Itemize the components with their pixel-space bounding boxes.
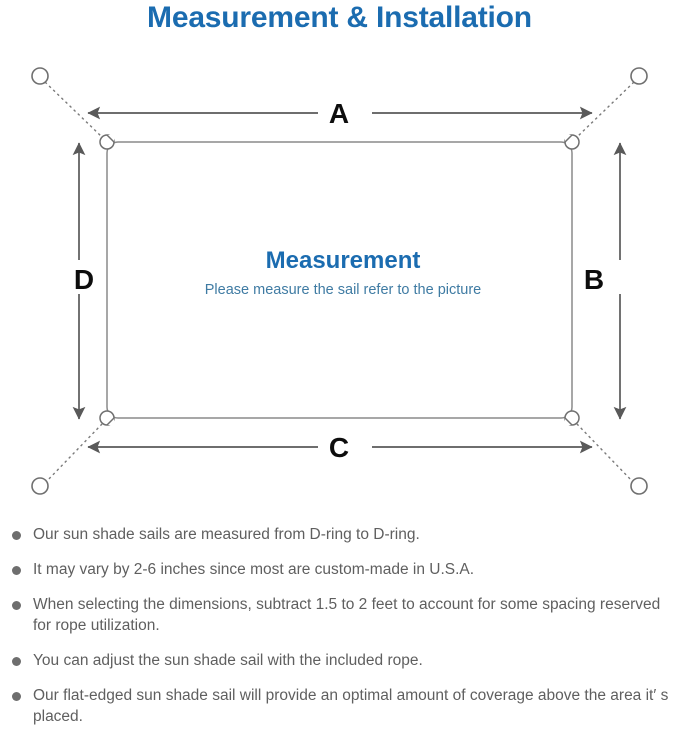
list-item: Our flat-edged sun shade sail will provi… bbox=[0, 685, 679, 727]
note-text: Our sun shade sails are measured from D-… bbox=[33, 526, 420, 543]
anchor-point-bottom-left bbox=[31, 477, 49, 495]
note-text: Our flat-edged sun shade sail will provi… bbox=[33, 687, 669, 725]
bullet-icon bbox=[12, 566, 21, 575]
note-text: When selecting the dimensions, subtract … bbox=[33, 596, 661, 634]
measurement-diagram: A C D B Measurement Please measure the s… bbox=[0, 46, 679, 516]
dimension-label-b: B bbox=[584, 264, 604, 295]
note-text: It may vary by 2-6 inches since most are… bbox=[33, 561, 475, 578]
sail-body bbox=[106, 141, 573, 419]
d-ring-flat-strokes bbox=[106, 134, 573, 426]
notes-list: Our sun shade sails are measured from D-… bbox=[0, 524, 679, 741]
list-item: When selecting the dimensions, subtract … bbox=[0, 594, 679, 636]
rope-line-bottom-right bbox=[576, 423, 635, 484]
diagram-center-title: Measurement bbox=[266, 247, 421, 274]
list-item: It may vary by 2-6 inches since most are… bbox=[0, 559, 679, 580]
rope-line-bottom-left bbox=[44, 423, 103, 484]
anchor-points bbox=[31, 67, 648, 495]
bullet-icon bbox=[12, 601, 21, 610]
dimension-label-c: C bbox=[329, 432, 349, 463]
rope-line-top-right bbox=[576, 81, 635, 138]
bullet-icon bbox=[12, 692, 21, 701]
anchor-point-top-right bbox=[630, 67, 648, 85]
list-item: You can adjust the sun shade sail with t… bbox=[0, 650, 679, 671]
bullet-icon bbox=[12, 531, 21, 540]
anchor-point-top-left bbox=[31, 67, 49, 85]
dimension-label-a: A bbox=[329, 98, 349, 129]
note-text: You can adjust the sun shade sail with t… bbox=[33, 652, 423, 669]
list-item: Our sun shade sails are measured from D-… bbox=[0, 524, 679, 545]
rope-line-top-left bbox=[44, 81, 103, 138]
anchor-point-bottom-right bbox=[630, 477, 648, 495]
page-title: Measurement & Installation bbox=[147, 1, 532, 34]
dimension-label-d: D bbox=[74, 264, 94, 295]
rope-lines bbox=[44, 81, 635, 484]
diagram-center-subtitle: Please measure the sail refer to the pic… bbox=[205, 282, 481, 298]
bullet-icon bbox=[12, 657, 21, 666]
